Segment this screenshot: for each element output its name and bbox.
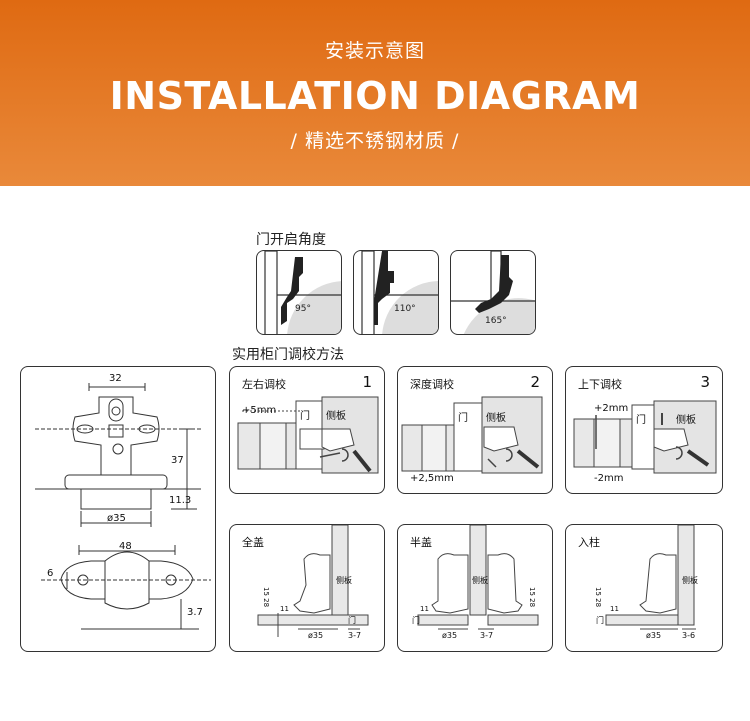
adjust-1-side: 侧板 [326,411,346,422]
adjust-3-title: 上下调校 [578,378,622,391]
adjust-3-drawing [573,400,717,474]
overlay-1-side: 侧板 [336,576,352,585]
overlay-panel-inset: 入柱 侧板 门 ø35 3-6 15 28 11 [565,524,723,652]
adjust-2-side: 侧板 [486,413,506,424]
overlay-1-dim-v1: 15 28 [262,587,270,608]
angle-110-label: 110° [394,304,416,314]
adjust-1-number: 1 [362,373,372,391]
adjust-2-drawing [401,396,543,474]
overlay-1-dim-b: 3-7 [348,631,362,640]
overlay-1-title: 全盖 [242,536,264,549]
adjust-3-door: 门 [636,415,646,426]
overlay-2-dim-v2: 11 [420,605,429,613]
overlay-2-dim-a: ø35 [442,631,458,640]
overlay-1-door: 门 [348,616,356,625]
title-chinese: 安装示意图 [324,40,425,62]
overlay-2-door: 门 [412,616,420,625]
overlay-2-dim-b: 3-7 [480,631,494,640]
overlay-1-dim-v2: 11 [280,605,289,613]
adjust-panel-depth: 深度调校 2 +2,5mm 门 侧板 [397,366,553,494]
title-english: INSTALLATION DIAGRAM [109,74,641,118]
overlay-2-dim-v1: 15 28 [528,587,536,608]
subtitle: / 精选不锈钢材质 / [290,130,460,152]
adjust-panel-left-right: 左右调校 1 +5mm 门 侧板 [229,366,385,494]
angle-box-165: 165° [450,250,536,335]
overlay-1-drawing [257,525,369,637]
dim-height: 37 [171,455,184,466]
adjust-panel-up-down: 上下调校 3 +2mm -2mm 门 侧板 [565,366,723,494]
adjust-1-title: 左右调校 [242,378,286,391]
adjust-section-label: 实用柜门调校方法 [232,347,344,363]
overlay-3-dim-a: ø35 [646,631,662,640]
angle-95-label: 95° [295,304,311,314]
overlay-3-side: 侧板 [682,576,698,585]
angle-165-label: 165° [485,316,507,326]
angle-95-drawing [264,251,341,334]
angle-box-95: 95° [256,250,342,335]
angle-section-label: 门开启角度 [256,232,326,248]
overlay-3-dim-v1: 15 28 [594,587,602,608]
adjust-1-drawing [237,396,379,474]
dim-width-top: 32 [109,373,122,384]
overlay-3-title: 入柱 [578,536,600,549]
adjust-1-door: 门 [300,411,310,422]
adjust-3-value-bottom: -2mm [594,473,624,484]
overlay-2-title: 半盖 [410,536,432,549]
dim-width-plate: 48 [119,541,132,552]
adjust-2-value: +2,5mm [410,473,454,484]
dim-depth: 3.7 [187,607,203,618]
adjust-3-value-top: +2mm [594,403,629,414]
adjust-3-side: 侧板 [676,415,696,426]
overlay-panel-full: 全盖 侧板 门 ø35 3-7 15 28 11 [229,524,385,652]
overlay-panel-half: 半盖 侧板 门 ø35 3-7 15 28 11 [397,524,553,652]
adjust-2-door: 门 [458,413,468,424]
angle-box-110: 110° [353,250,439,335]
adjust-1-value: +5mm [242,405,277,416]
dim-hole: 6 [47,568,54,579]
overlay-3-dim-b: 3-6 [682,631,696,640]
header-banner: 安装示意图 INSTALLATION DIAGRAM / 精选不锈钢材质 / [0,0,750,186]
angle-165-drawing [451,251,535,334]
angle-110-drawing [361,251,438,334]
adjust-2-title: 深度调校 [410,378,454,391]
adjust-2-number: 2 [530,373,540,391]
adjust-3-number: 3 [700,373,710,391]
overlay-1-dim-a: ø35 [308,631,324,640]
overlay-2-drawing [417,525,539,630]
overlay-2-side: 侧板 [472,576,488,585]
overlay-3-drawing [605,525,696,630]
dim-cup: ø35 [107,513,126,524]
overlay-3-dim-v2: 11 [610,605,619,613]
technical-drawing-panel: 32 37 11.3 ø35 48 6 3.7 [20,366,216,652]
hinge-drawing [35,383,211,630]
dim-offset: 11.3 [169,495,192,506]
overlay-3-door: 门 [596,616,604,625]
